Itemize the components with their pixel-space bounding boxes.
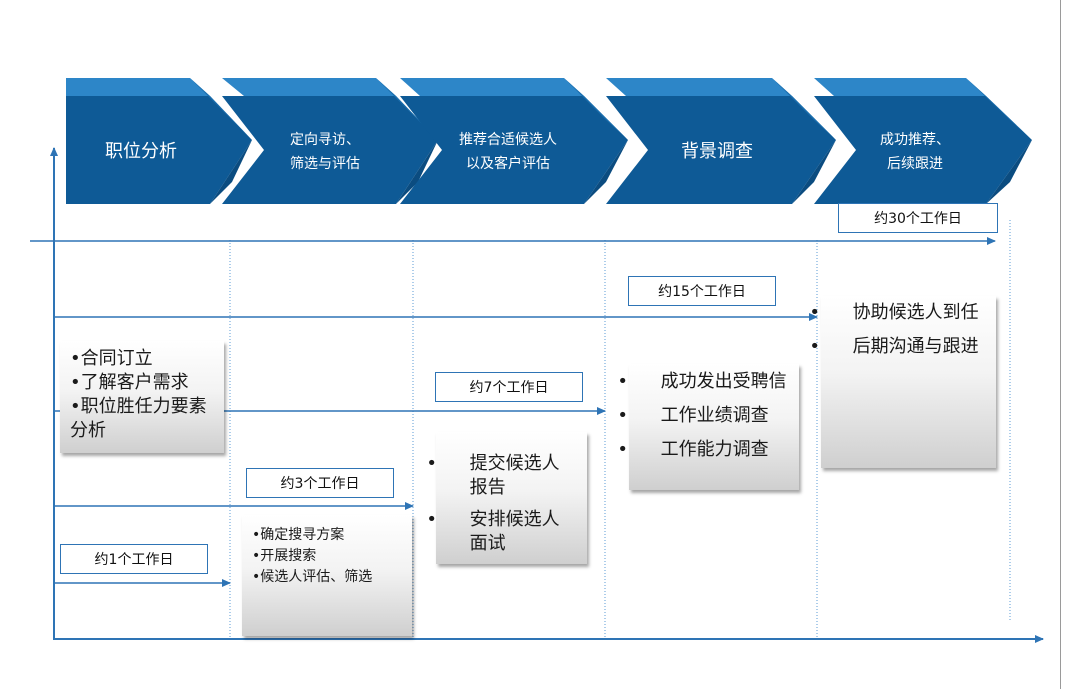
task-item: •确定搜寻方案 — [252, 527, 345, 543]
task-item: •提交候选人报告 — [426, 453, 560, 498]
phase-label-1: 职位分析 — [105, 141, 177, 163]
chevron-2 — [222, 78, 438, 204]
phase-label-3: 推荐合适候选人 以及客户评估 — [459, 131, 557, 173]
chevron-1 — [66, 78, 252, 204]
task-item: •合同订立 — [70, 348, 153, 369]
chevron-3 — [400, 78, 628, 204]
duration-label-1: 约1个工作日 — [60, 544, 208, 574]
duration-label-7: 约7个工作日 — [435, 372, 583, 402]
task-box-phase-2: •确定搜寻方案 •开展搜索 •候选人评估、筛选 — [242, 515, 412, 636]
task-box-phase-5: •协助候选人到任 •后期沟通与跟进 — [809, 296, 996, 468]
column-separators — [229, 220, 1011, 637]
task-box-phase-3: •提交候选人报告 •安排候选人面试 — [426, 432, 587, 564]
task-item: •候选人评估、筛选 — [252, 569, 373, 585]
phase-label-5: 成功推荐、 后续跟进 — [880, 131, 950, 173]
duration-label-3: 约3个工作日 — [246, 468, 394, 498]
task-item: •职位胜任力要素分析 — [70, 396, 207, 441]
task-item: •工作能力调查 — [617, 439, 769, 460]
task-box-phase-4: •成功发出受聘信 •工作业绩调查 •工作能力调查 — [617, 364, 799, 490]
task-item: •安排候选人面试 — [426, 509, 560, 554]
task-item: •开展搜索 — [252, 548, 317, 564]
task-item: •后期沟通与跟进 — [809, 336, 979, 357]
phase-label-4: 背景调查 — [681, 141, 753, 163]
chevron-4 — [606, 78, 836, 204]
duration-label-15: 约15个工作日 — [628, 276, 776, 306]
task-item: •成功发出受聘信 — [617, 371, 787, 392]
task-box-phase-1: •合同订立 •了解客户需求 •职位胜任力要素分析 — [60, 341, 224, 453]
phase-label-2: 定向寻访、 筛选与评估 — [290, 131, 360, 173]
right-border — [1060, 0, 1061, 689]
task-item: •工作业绩调查 — [617, 405, 769, 426]
task-item: •了解客户需求 — [70, 372, 189, 393]
task-item: •协助候选人到任 — [809, 302, 979, 323]
duration-label-30: 约30个工作日 — [838, 203, 998, 233]
chevron-5 — [814, 78, 1032, 204]
